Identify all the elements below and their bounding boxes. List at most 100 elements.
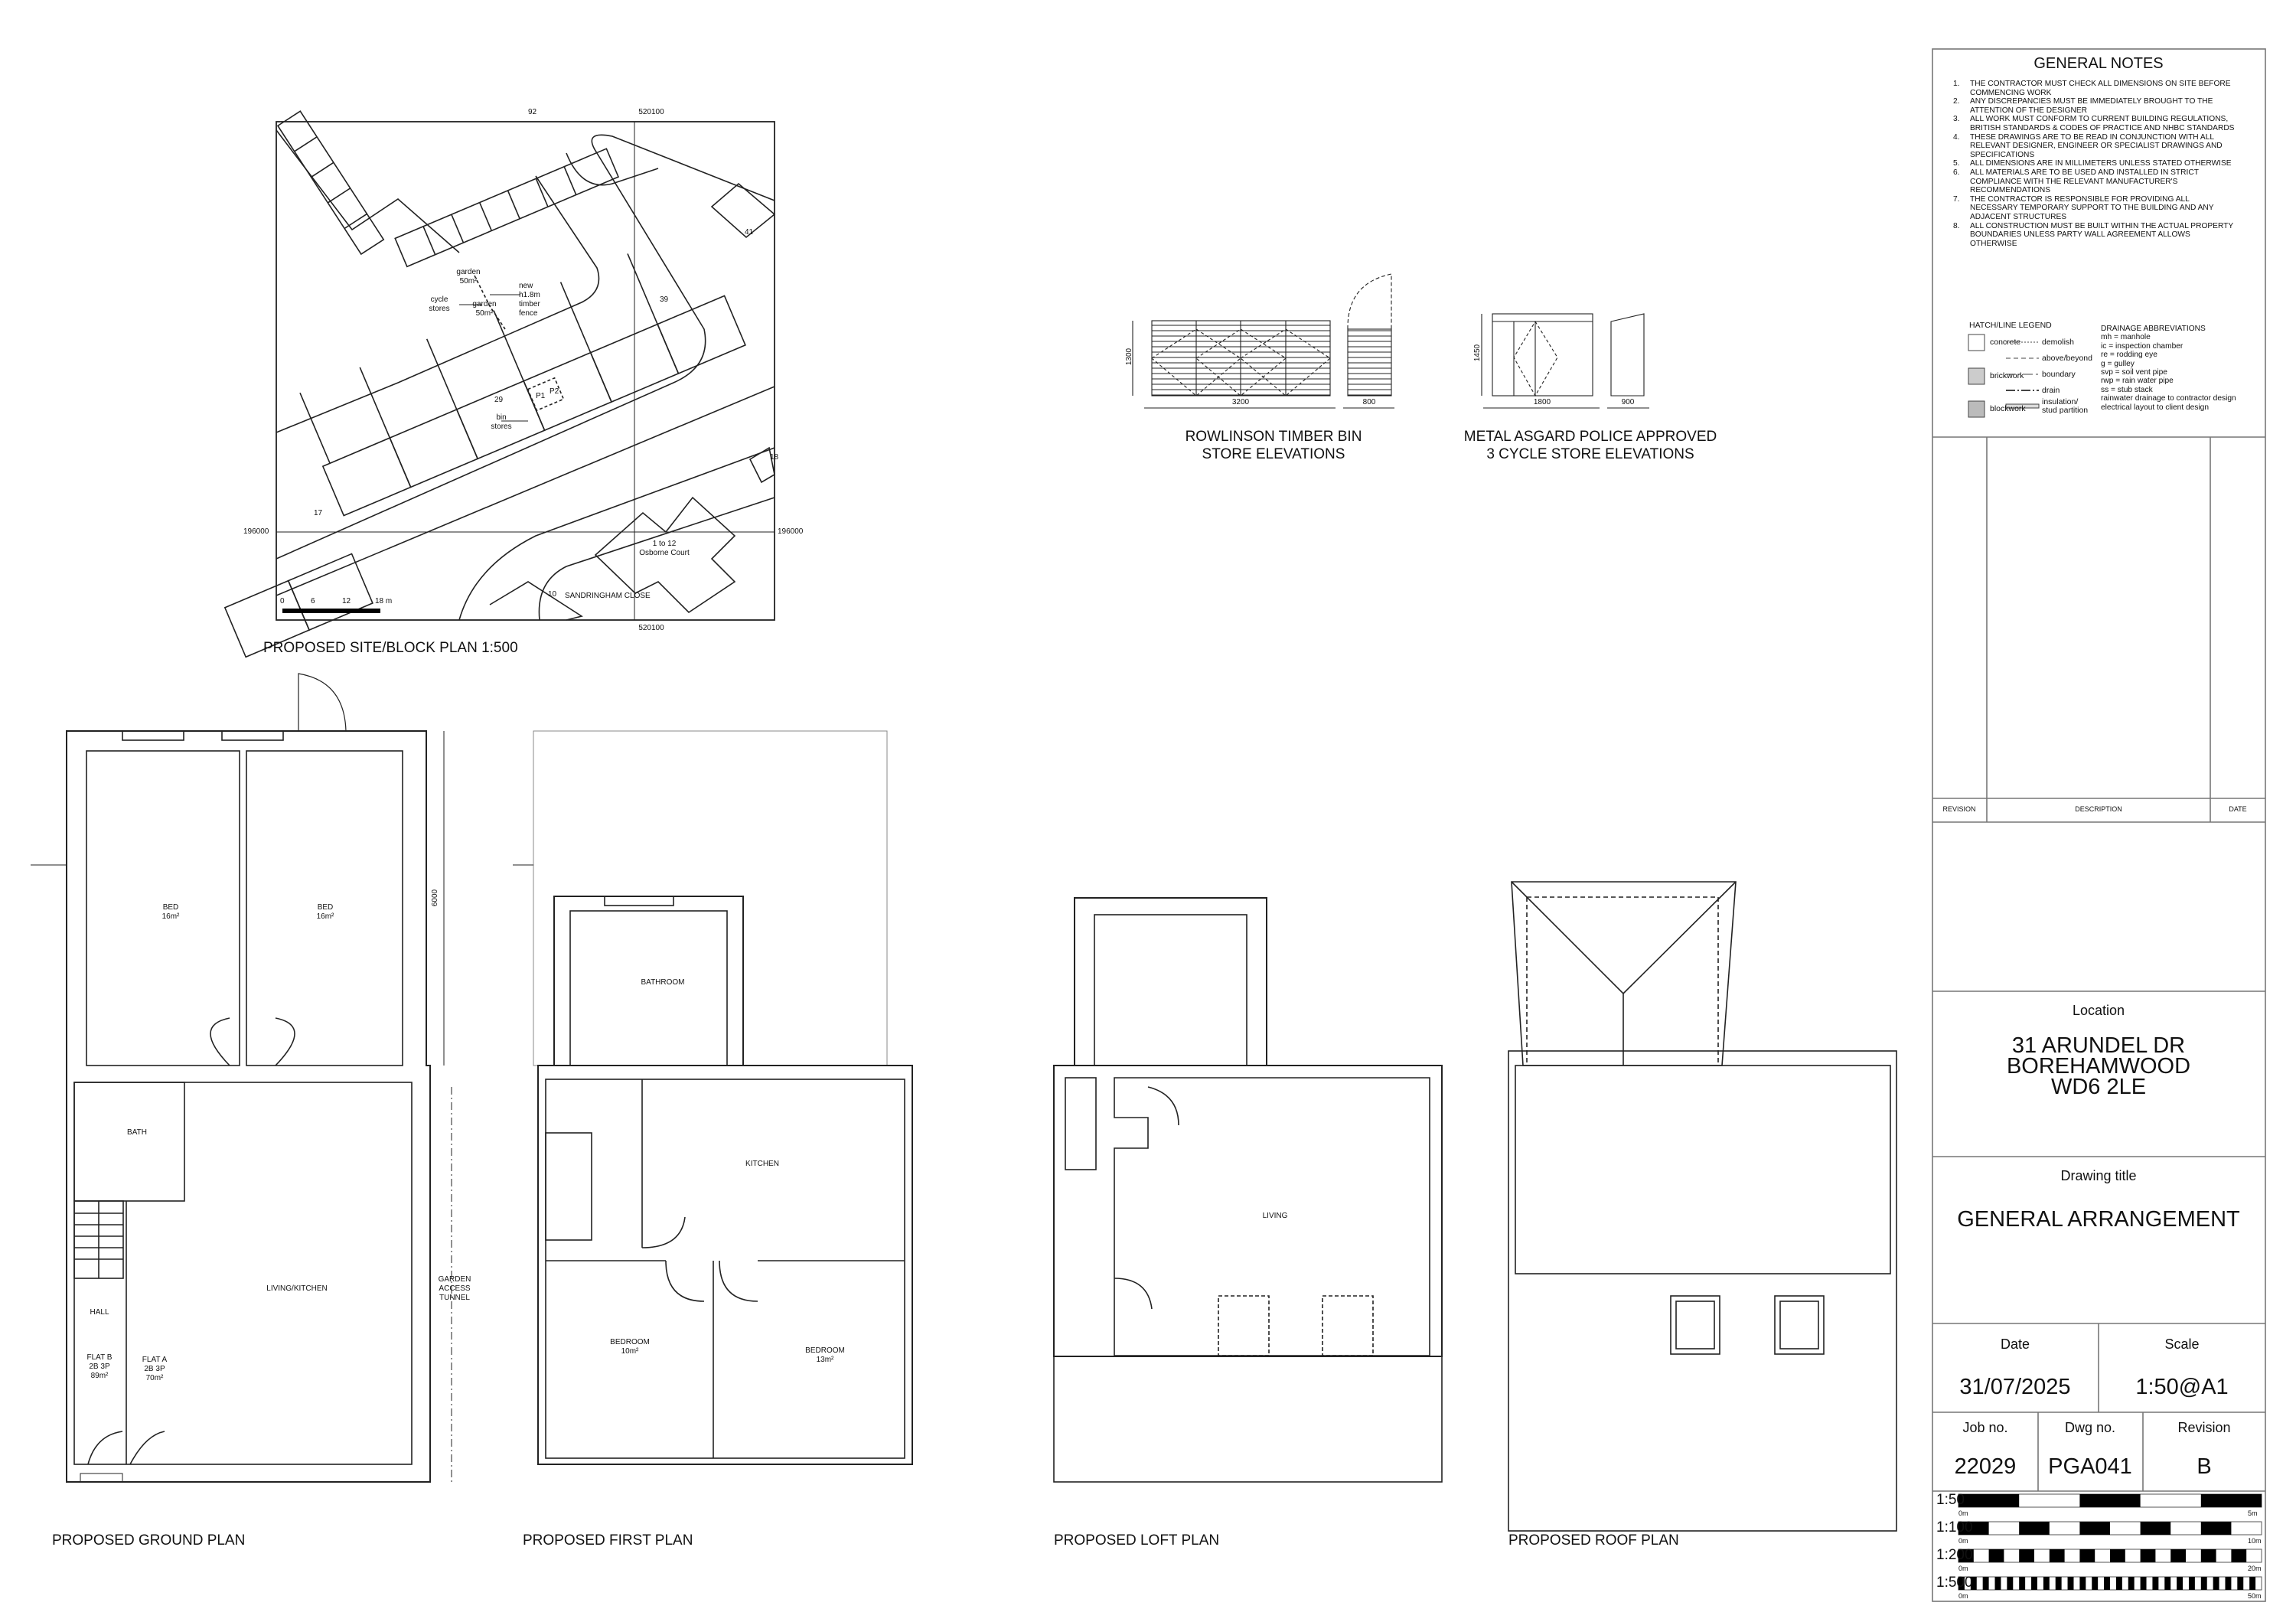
ground-plan-title: PROPOSED GROUND PLAN — [52, 1532, 246, 1549]
drainage-item: ss = stub stack — [2101, 385, 2153, 394]
room-kitchen: KITCHEN — [745, 1160, 779, 1168]
cycle-store-width: 1800 — [1533, 398, 1551, 406]
bin-store-title-2: STORE ELEVATIONS — [1202, 446, 1345, 462]
title-block-frame — [1932, 48, 2266, 1602]
room-bed-2: BED 16m² — [316, 903, 334, 921]
legend-brickwork: brickwork — [1990, 371, 2024, 380]
scale-bar-segment — [2249, 1577, 2256, 1590]
brickwork-swatch — [1968, 367, 1985, 385]
scale-bar-segment — [1970, 1577, 1977, 1590]
fence-label: new h1.8m timber fence — [519, 282, 540, 318]
job-no-value: 22029 — [1954, 1454, 2017, 1479]
scale-bar-segment — [2225, 1577, 2232, 1590]
drainage-item: mh = manhole — [2101, 333, 2151, 342]
bin-store-depth: 800 — [1362, 398, 1376, 406]
flat-a-label: FLAT A 2B 3P 70m² — [142, 1356, 168, 1382]
scale-bar-start: 0m — [1958, 1565, 1968, 1572]
grid-easting-top: 520100 — [638, 108, 664, 116]
room-bath: BATH — [127, 1128, 147, 1137]
scale-bar-segment — [2067, 1577, 2074, 1590]
scale-bar-segment — [2049, 1549, 2065, 1562]
first-plan-drawing — [513, 730, 913, 1465]
scale-bar-segment — [2019, 1577, 2026, 1590]
note-text: ANY DISCREPANCIES MUST BE IMMEDIATELY BR… — [1970, 97, 2213, 115]
scale-bar-segment — [2031, 1577, 2037, 1590]
general-note: 8.ALL CONSTRUCTION MUST BE BUILT WITHIN … — [1953, 222, 2238, 249]
scale-bar-segment — [2177, 1577, 2183, 1590]
note-text: THE CONTRACTOR MUST CHECK ALL DIMENSIONS… — [1970, 80, 2231, 97]
scale-bar-segment — [2200, 1494, 2262, 1507]
date-header: DATE — [2229, 805, 2247, 813]
scale-bar-segment — [2152, 1577, 2159, 1590]
cycle-store-depth: 900 — [1621, 398, 1635, 406]
scale-bar-segment — [1982, 1577, 1989, 1590]
scale-value: 1:50@A1 — [2135, 1375, 2229, 1399]
note-text: ALL DIMENSIONS ARE IN MILLIMETERS UNLESS… — [1970, 159, 2232, 168]
roof-plan-title: PROPOSED ROOF PLAN — [1508, 1532, 1679, 1549]
legend-blockwork: blockwork — [1990, 404, 2026, 413]
scale-bar-start: 0m — [1958, 1509, 1968, 1517]
room-living-kitchen: LIVING/KITCHEN — [266, 1284, 328, 1293]
scale-bar-segment — [2140, 1522, 2171, 1535]
scale-bar-segment — [2200, 1577, 2207, 1590]
site-plan-title: PROPOSED SITE/BLOCK PLAN 1:500 — [263, 640, 518, 656]
note-number: 2. — [1953, 97, 1960, 106]
grid-northing-left: 196000 — [243, 527, 269, 536]
legend-concrete: concrete — [1990, 338, 2021, 347]
scale-bar-segment — [1958, 1522, 1989, 1535]
room-bedroom-2: BEDROOM 13m² — [805, 1346, 845, 1364]
garden-label-2: garden 50m² — [472, 300, 497, 318]
general-note: 1. THE CONTRACTOR MUST CHECK ALL DIMENSIO… — [1953, 80, 2238, 97]
scale-bar-segment — [2019, 1549, 2034, 1562]
scale-bar-segment — [2188, 1577, 2195, 1590]
legend-demolish: demolish — [2042, 338, 2075, 347]
scale-bar-segment — [2164, 1577, 2171, 1590]
legend-drain: drain — [2042, 386, 2060, 395]
general-notes-list: 1. THE CONTRACTOR MUST CHECK ALL DIMENSIO… — [1953, 80, 2238, 248]
revision-header: REVISION — [1942, 805, 1976, 813]
scale-tick-6: 6 — [311, 597, 315, 605]
note-text: ALL MATERIALS ARE TO BE USED AND INSTALL… — [1970, 168, 2199, 195]
legend-above-beyond: above/beyond — [2042, 354, 2092, 363]
bin-store-height: 1300 — [1125, 348, 1134, 366]
room-bedroom-1: BEDROOM 10m² — [610, 1338, 650, 1356]
location-line-1: 31 ARUNDEL DR — [2011, 1033, 2186, 1058]
note-number: 5. — [1953, 159, 1960, 168]
site-label-18: 18 — [770, 453, 779, 462]
scale-bar-segment — [2115, 1577, 2122, 1590]
drainage-item: rwp = rain water pipe — [2101, 377, 2174, 386]
note-number: 1. — [1953, 80, 1960, 88]
cycle-store-title-1: METAL ASGARD POLICE APPROVED — [1463, 429, 1717, 445]
scale-bar-start: 0m — [1958, 1537, 1968, 1545]
drainage-item: re = rodding eye — [2101, 351, 2157, 360]
legend-swatches — [1968, 334, 2040, 418]
scale-bar-segment — [2043, 1577, 2050, 1590]
drawing-title-label: Drawing title — [2060, 1168, 2137, 1183]
scale-bar-end: 10m — [2248, 1537, 2262, 1545]
bin-stores-label: bin stores — [491, 413, 512, 431]
scale-bar-label: 1:500 — [1936, 1575, 1973, 1591]
bin-store-elevation — [1132, 273, 1394, 409]
scale-bar-segment — [2079, 1577, 2086, 1590]
description-header: DESCRIPTION — [2075, 805, 2122, 813]
drainage-item: ic = inspection chamber — [2101, 341, 2183, 351]
date-value: 31/07/2025 — [1959, 1375, 2071, 1399]
scale-bar-end: 5m — [2248, 1509, 2258, 1517]
scale-bar-segment — [2128, 1577, 2135, 1590]
ground-plan-drawing — [31, 673, 452, 1483]
garden-access-tunnel-label: GARDEN ACCESS TUNNEL — [438, 1275, 471, 1302]
site-label-10: 10 — [548, 590, 557, 599]
note-number: 3. — [1953, 115, 1960, 124]
bin-store-title-1: ROWLINSON TIMBER BIN — [1185, 429, 1362, 445]
note-number: 6. — [1953, 168, 1960, 177]
first-plan-title: PROPOSED FIRST PLAN — [523, 1532, 693, 1549]
parking-p2: P2 — [550, 387, 559, 396]
scale-bar-segment — [1958, 1549, 1974, 1562]
grid-northing-right: 196000 — [778, 527, 804, 536]
blockwork-swatch — [1968, 400, 1985, 418]
site-label-41: 41 — [745, 228, 754, 237]
scale-bar-segment — [2200, 1522, 2232, 1535]
site-scale-bar — [282, 609, 380, 613]
scale-bar-segment — [2092, 1577, 2099, 1590]
